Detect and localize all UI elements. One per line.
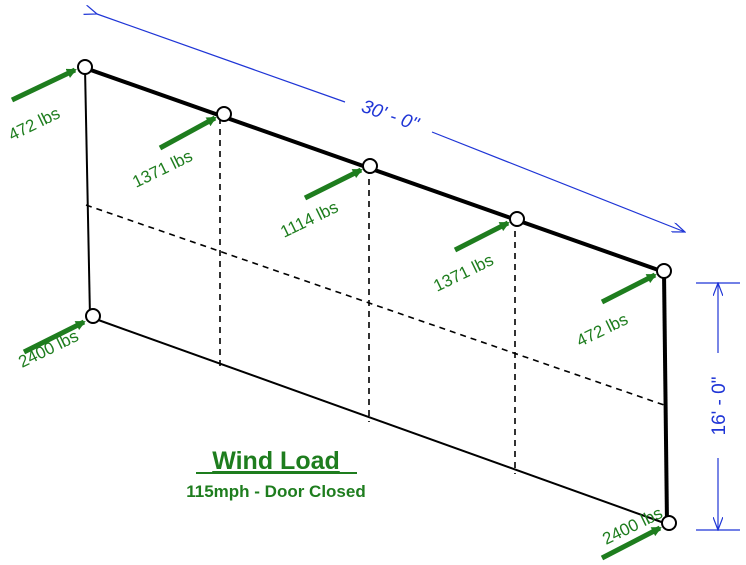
width-dimension-line-1 [97,14,346,103]
load-label-top-3: 1114 lbs [277,197,341,241]
node-bottom-right [661,515,677,531]
arrow-top-4 [453,220,510,253]
node-top-3 [362,158,378,174]
node-top-4 [509,211,525,227]
right-edge [662,271,669,525]
height-dimension: 16' - 0" [696,283,740,530]
arrow-top-right [600,272,657,305]
diagram-subtitle: 115mph - Door Closed [186,482,365,501]
divider-horizontal [85,204,665,406]
title-block: Wind Load 115mph - Door Closed [186,447,365,501]
arrow-bottom-left [22,319,86,355]
bottom-edge [89,316,668,525]
load-label-bottom-left: 2400 lbs [15,326,81,371]
left-edge [84,67,91,318]
panel-dividers [85,118,665,474]
height-dimension-label: 16' - 0" [709,377,730,436]
load-label-top-right: 472 lbs [573,309,631,350]
diagram-title: Wind Load [212,447,340,475]
node-top-right [656,263,672,279]
arrow-top-left [10,67,77,103]
door-frame [84,66,669,525]
load-label-top-left: 472 lbs [5,103,63,144]
nodes [77,59,677,531]
node-top-2 [216,106,232,122]
load-label-top-2: 1371 lbs [129,146,195,191]
load-arrows [10,67,662,561]
width-dimension-line-2 [431,131,685,232]
width-dimension: 30' - 0" [97,14,685,232]
load-label-top-4: 1371 lbs [430,250,496,295]
arrow-top-2 [158,115,217,151]
node-top-left [77,59,93,75]
width-dimension-label: 30' - 0" [359,96,423,136]
arrow-top-3 [303,167,363,201]
node-bottom-left [85,308,101,324]
arrow-bottom-right [600,525,662,561]
